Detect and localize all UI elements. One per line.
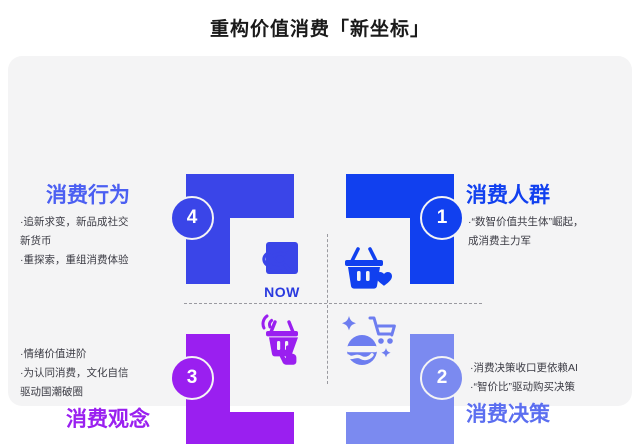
badge-3-number: 3: [186, 367, 198, 388]
quadrant-badge-3[interactable]: 3: [170, 356, 214, 400]
quadrant-1-heading: 消费人群: [466, 184, 550, 207]
quadrant-2-heading: 消费决策: [466, 403, 550, 426]
quadrant-2-bullet-2: ·“智价比”驱动购买决策: [470, 381, 575, 393]
content-card: 4 消费行为 ·追新求变，新品成社交 新货币 ·重探索，重组消费体验 1 消费人…: [8, 56, 632, 444]
badge-1-number: 1: [436, 207, 448, 228]
quadrant-3-bullets: ·情绪价值进阶 ·为认同消费，文化自信 驱动国潮破圈: [20, 345, 186, 402]
shopping-basket-heart-icon: [344, 246, 396, 294]
quadrant-3-bullet-1: ·情绪价值进阶: [20, 348, 87, 360]
quadrant-4-bullets: ·追新求变，新品成社交 新货币 ·重探索，重组消费体验: [20, 213, 180, 270]
center-divider-horizontal: [184, 303, 482, 304]
quadrant-1-bullet-1: ·“数智价值共生体”崛起， 成消费主力军: [468, 216, 584, 247]
quadrant-badge-4[interactable]: 4: [170, 196, 214, 240]
quadrant-text-1: 消费人群 ·“数智价值共生体”崛起， 成消费主力军: [466, 182, 638, 251]
quadrant-1-bullets: ·“数智价值共生体”崛起， 成消费主力军: [466, 213, 638, 251]
now-logo-label: NOW: [264, 284, 300, 300]
shape-3-arm-horizontal: [186, 412, 294, 444]
basket-tap-signal-icon: [256, 314, 308, 366]
badge-2-number: 2: [436, 367, 448, 388]
quadrant-3-bullet-2: ·为认同消费，文化自信 驱动国潮破圈: [20, 367, 129, 398]
quadrant-3-heading: 消费观念: [66, 408, 150, 431]
shape-2-arm-horizontal: [346, 412, 454, 444]
quadrant-text-3: ·情绪价值进阶 ·为认同消费，文化自信 驱动国潮破圈 消费观念: [20, 342, 186, 434]
quadrant-4-bullet-1: ·追新求变，新品成社交 新货币: [20, 216, 129, 247]
now-logo-icon: NOW: [253, 241, 311, 300]
page-title: 重构价值消费「新坐标」: [209, 19, 430, 40]
quadrant-badge-1[interactable]: 1: [420, 196, 464, 240]
quadrant-text-4: 消费行为 ·追新求变，新品成社交 新货币 ·重探索，重组消费体验: [20, 182, 180, 270]
center-divider-vertical: [327, 234, 328, 384]
quadrant-2-bullets: ·消费决策收口更依赖AI ·“智价比”驱动购买决策: [466, 359, 640, 397]
quadrant-4-bullet-2: ·重探索，重组消费体验: [20, 254, 129, 266]
ai-shopping-cart-sparkle-icon: [340, 314, 398, 366]
badge-4-number: 4: [186, 207, 198, 228]
quadrant-4-heading: 消费行为: [46, 184, 130, 207]
quadrant-2-bullet-1: ·消费决策收口更依赖AI: [470, 362, 578, 374]
quadrant-text-2: ·消费决策收口更依赖AI ·“智价比”驱动购买决策 消费决策: [466, 356, 640, 429]
quadrant-badge-2[interactable]: 2: [420, 356, 464, 400]
